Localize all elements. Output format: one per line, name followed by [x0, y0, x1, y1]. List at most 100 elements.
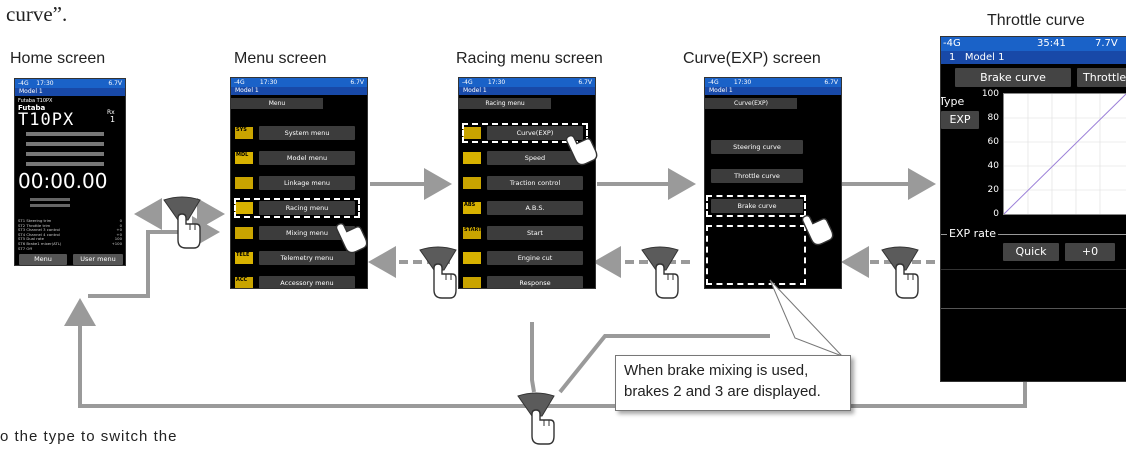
- tap-finger-icon: [801, 212, 834, 248]
- switch-row: ST7 Off: [18, 246, 124, 252]
- model-name: Model 1: [705, 87, 841, 95]
- racing-item-speed[interactable]: Speed: [487, 151, 583, 165]
- transmitter-logo: T10PX: [18, 110, 75, 130]
- rx-number: 1: [110, 115, 116, 124]
- trim-bars: [18, 129, 124, 169]
- curve-line: [1004, 94, 1126, 214]
- menu-item-icon: ACC: [235, 277, 253, 288]
- caption-top: curve”.: [6, 2, 68, 26]
- axis-tick-label: 60: [987, 137, 999, 147]
- racing-item-icon: [463, 127, 481, 139]
- type-exp-button[interactable]: EXP: [941, 111, 979, 129]
- model-name: 1 Model 1: [941, 51, 1126, 64]
- racing-selected-highlight: [462, 123, 588, 143]
- timer-bars: [18, 196, 88, 208]
- status-bar: -4G 35:41 7.7V: [941, 37, 1126, 51]
- tap-finger-icon: [516, 392, 558, 448]
- line-curve-down: [558, 334, 770, 394]
- tab-brake-curve[interactable]: Brake curve: [955, 68, 1071, 87]
- racing-item-response[interactable]: Response: [487, 276, 583, 288]
- axis-tick-label: 80: [987, 113, 999, 123]
- tap-finger-icon: [880, 246, 922, 302]
- quick-button[interactable]: Quick: [1003, 243, 1059, 261]
- exp-rate-label: EXP rate: [947, 227, 998, 240]
- callout-line-2: brakes 2 and 3 are displayed.: [624, 383, 821, 400]
- menu-item-icon: TELE: [235, 252, 253, 264]
- exp-rate-value[interactable]: +0: [1065, 243, 1115, 261]
- menu-item-icon: [235, 177, 253, 189]
- brake-curve-button[interactable]: Brake curve: [711, 199, 803, 213]
- model-name: Model 1: [231, 87, 367, 95]
- tap-finger-icon: [335, 220, 368, 256]
- switch-row-value: +100: [111, 240, 122, 246]
- tap-finger-icon: [162, 196, 204, 252]
- line-loop-home: [64, 298, 1027, 408]
- caption-bottom: o the type to switch the: [0, 428, 178, 445]
- tap-finger-icon: [640, 246, 682, 302]
- axis-tick-label: 0: [993, 209, 999, 219]
- axis-tick-label: 40: [987, 161, 999, 171]
- tab-throttle[interactable]: Throttle: [1077, 68, 1126, 87]
- curve-graph: [1003, 93, 1126, 215]
- switch-row: ST3 Channel 3 control+0: [18, 227, 124, 233]
- menu-button[interactable]: Menu: [19, 254, 67, 265]
- racing-item-curve-exp-[interactable]: Curve(EXP): [487, 126, 583, 140]
- menu-item-linkage-menu[interactable]: Linkage menu: [259, 176, 355, 190]
- racing-item-icon: [463, 277, 481, 288]
- throttle-curve-button[interactable]: Throttle curve: [711, 169, 803, 183]
- racing-item-icon: [463, 252, 481, 264]
- brake-mixing-callout: When brake mixing is used, brakes 2 and …: [615, 355, 851, 411]
- menu-selected-highlight: [234, 198, 360, 218]
- throttle-curve-screen: -4G 35:41 7.7V 1 Model 1 Brake curve Thr…: [940, 36, 1126, 382]
- lower-panel: [941, 269, 1126, 309]
- menu-item-icon: [235, 202, 253, 214]
- menu-item-telemetry-menu[interactable]: Telemetry menu: [259, 251, 355, 265]
- type-label: Type: [940, 95, 965, 108]
- switch-row-label: ST4 Channel 4 control: [18, 231, 60, 237]
- switch-row-label: ST1 Steering trim: [18, 218, 52, 223]
- timer-display[interactable]: 00:00.00: [18, 169, 108, 193]
- menu-item-accessory-menu[interactable]: Accessory menu: [259, 276, 355, 288]
- menu-item-model-menu[interactable]: Model menu: [259, 151, 355, 165]
- racing-item-a-b-s-[interactable]: A.B.S.: [487, 201, 583, 215]
- axis-tick-label: 20: [987, 185, 999, 195]
- rx-label: Rx: [107, 109, 115, 116]
- model-name: Model 1: [459, 87, 595, 95]
- user-menu-button[interactable]: User menu: [73, 254, 123, 265]
- switch-row-label: ST2 Throttle trim: [18, 222, 51, 228]
- racing-item-traction-control[interactable]: Traction control: [487, 176, 583, 190]
- menu-item-system-menu[interactable]: System menu: [259, 126, 355, 140]
- switch-row-label: ST5 Dual rate: [18, 236, 44, 242]
- menu-header: Menu: [231, 98, 323, 109]
- racing-item-engine-cut[interactable]: Engine cut: [487, 251, 583, 265]
- menu-item-mixing-menu[interactable]: Mixing menu: [259, 226, 355, 240]
- axis-tick-label: 100: [981, 89, 999, 99]
- menu-item-racing-menu[interactable]: Racing menu: [259, 201, 355, 215]
- switch-row-label: ST3 Channel 3 control: [18, 227, 60, 233]
- menu-item-icon: SYS: [235, 127, 253, 139]
- switch-row: ST6 Brake1 mixer(ATL)+100: [18, 240, 124, 247]
- switch-row: ST2 Throttle trim 0: [18, 222, 124, 229]
- menu-item-icon: [235, 227, 253, 239]
- menu-screen-title: Menu screen: [234, 50, 327, 67]
- throttle-screen-title: Throttle curve: [987, 12, 1085, 29]
- curve-header: Curve(EXP): [705, 98, 797, 109]
- brand-small: Futaba T10PX: [18, 98, 53, 104]
- exp-rate-divider: [941, 234, 1126, 235]
- switch-row-value: 0: [119, 222, 122, 228]
- racing-item-icon: [463, 152, 481, 164]
- racing-screen-title: Racing menu screen: [456, 50, 603, 67]
- tap-finger-icon: [565, 132, 598, 168]
- racing-item-start[interactable]: Start: [487, 226, 583, 240]
- curve-screen-title: Curve(EXP) screen: [683, 50, 821, 67]
- steering-curve-button[interactable]: Steering curve: [711, 140, 803, 154]
